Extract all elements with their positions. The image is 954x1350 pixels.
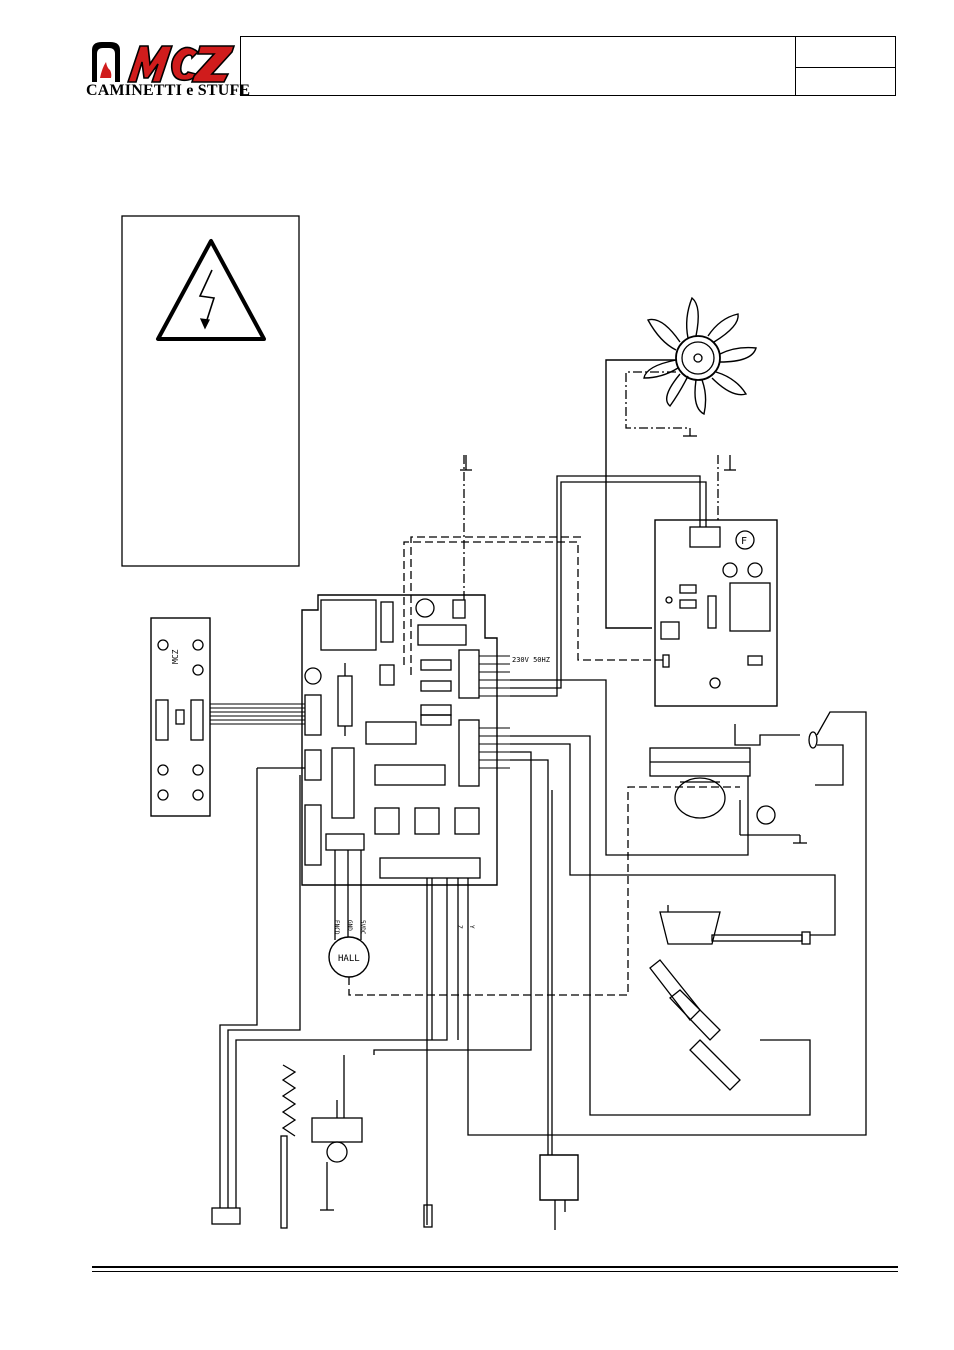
fan-board-label: F <box>741 536 747 547</box>
header-divider <box>795 36 797 96</box>
mcz-logo-graphic <box>92 42 236 83</box>
encoder-label: HALL <box>338 954 360 964</box>
header-cell-divider <box>795 67 896 69</box>
footer-rule <box>92 1266 898 1268</box>
power-plug <box>539 790 579 1230</box>
fan-motor <box>605 296 757 629</box>
terminal-wires: Z Y <box>426 878 475 1225</box>
footer-rule-thin <box>92 1271 898 1272</box>
thermostat-probe <box>467 711 867 1136</box>
sensor-label-gnd: GND <box>346 920 353 931</box>
ground-symbol-icon <box>460 455 736 471</box>
thermostat-label-y: Y <box>468 925 475 929</box>
sensor-label-encd: ENCD <box>333 920 340 935</box>
pressure-switch <box>311 790 532 1211</box>
control-panel: MCZ <box>150 617 211 817</box>
thermostat-label-z: Z <box>456 925 463 929</box>
fan-control-board: F <box>654 519 778 707</box>
brand-subtitle: CAMINETTI e STUFE <box>86 82 251 99</box>
exhaust-fan-motor <box>649 724 807 844</box>
main-control-board: 230V 50HZ <box>301 594 550 886</box>
panel-logo: MCZ <box>171 649 180 664</box>
warning-panel <box>121 215 300 567</box>
header-title-box <box>240 36 896 96</box>
fan-board-wires <box>403 475 749 856</box>
mcz-logo <box>88 38 238 86</box>
auger-motor <box>569 770 836 1116</box>
ribbon-cable <box>210 703 305 725</box>
sensor-label-5vdc: 5VDC <box>359 920 366 935</box>
ignition-heater <box>280 1064 297 1229</box>
serial-connector <box>211 767 448 1225</box>
board-power-label: 230V 50HZ <box>512 656 550 664</box>
hall-sensor: HALL ENCD GND 5VDC <box>328 786 740 996</box>
high-voltage-warning-icon <box>156 239 266 341</box>
room-probe <box>423 1204 433 1228</box>
